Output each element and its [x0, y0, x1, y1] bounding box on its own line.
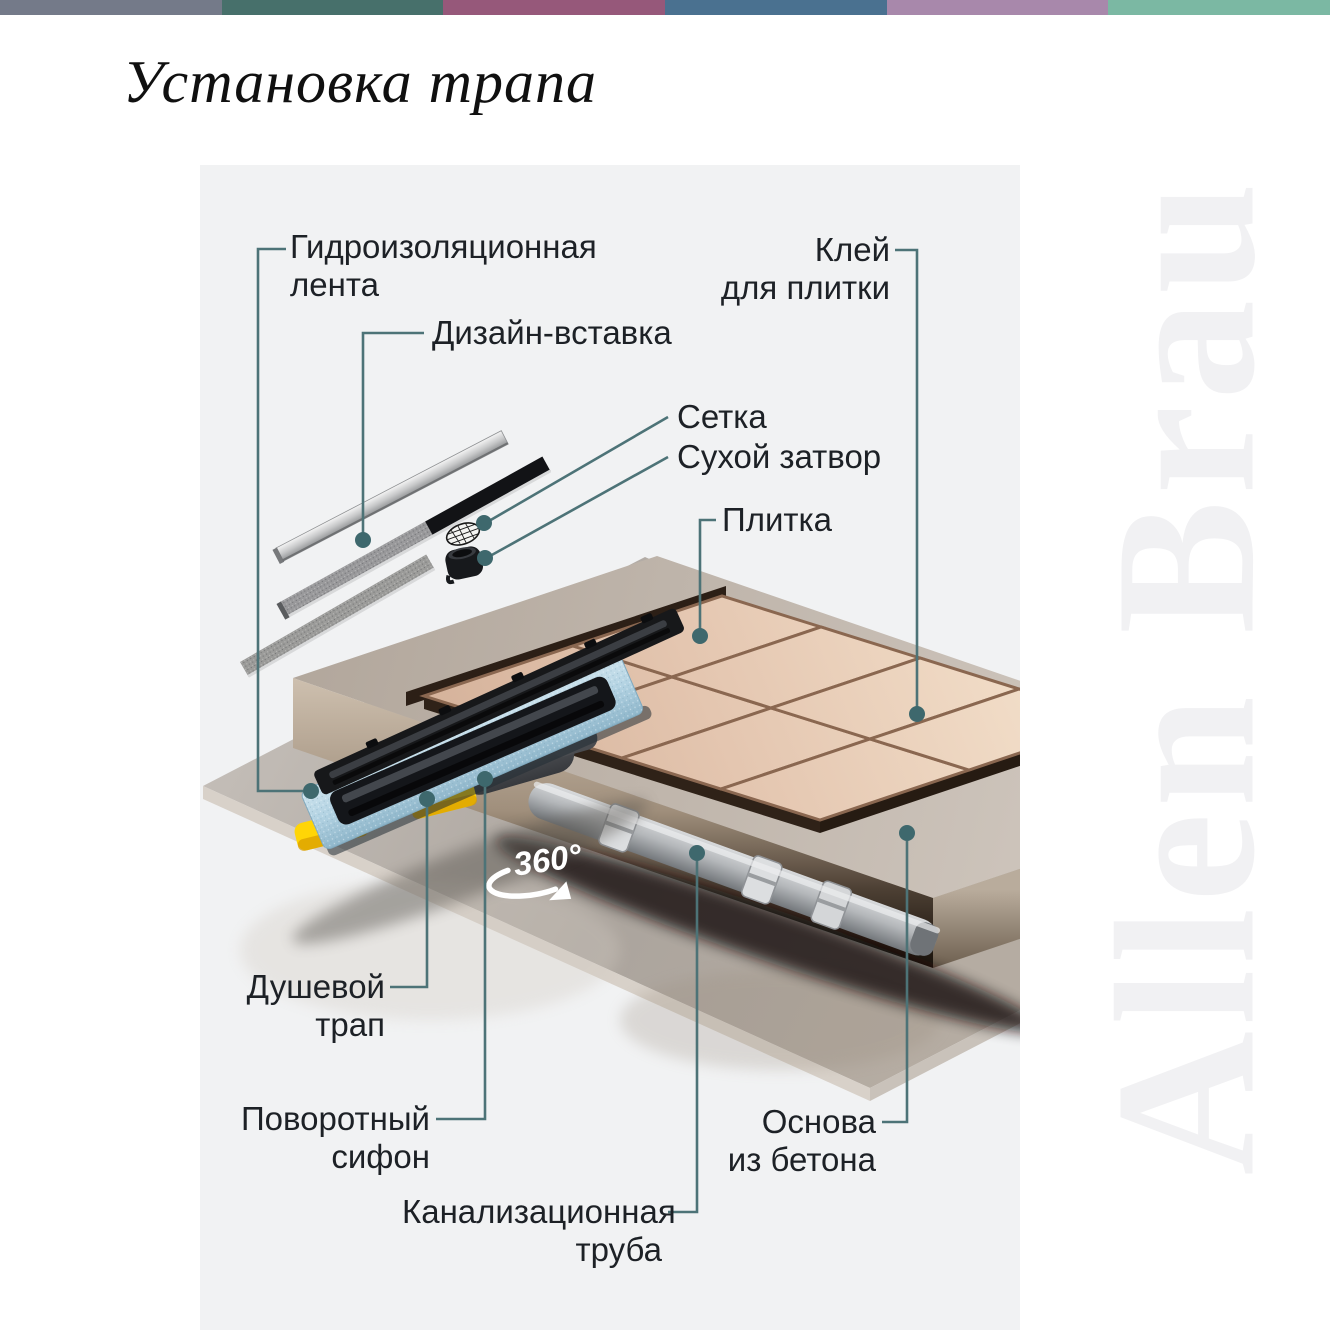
top-color-bar — [0, 0, 1330, 15]
connector-tile — [698, 518, 716, 631]
connector-waterproofing-tape — [256, 247, 303, 793]
label-tile-adhesive: Клей для плитки — [720, 231, 890, 306]
connector-rotary-siphon — [436, 787, 487, 1121]
tile — [865, 687, 1020, 772]
connector-shower-drain — [390, 806, 429, 989]
callout-connectors — [256, 247, 919, 1214]
label-design-insert: Дизайн-вставка — [432, 314, 672, 351]
label-mesh: Сетка — [677, 398, 767, 435]
label-waterproofing-tape: Гидроизоляционная лента — [290, 228, 597, 303]
drain-channel — [314, 608, 684, 795]
label-concrete-base: Основа из бетона — [727, 1103, 876, 1178]
label-dry-trap: Сухой затвор — [677, 438, 882, 475]
connector-tile-adhesive — [895, 248, 919, 708]
connector-design-insert — [361, 331, 424, 538]
connector-concrete-base — [882, 841, 909, 1124]
top-bar-segment — [0, 0, 222, 15]
callout-dots — [303, 515, 925, 861]
connector-dry-trap — [489, 455, 669, 558]
label-rotary-siphon: Поворотный сифон — [240, 1100, 430, 1175]
connector-sewer-pipe — [668, 861, 699, 1214]
top-bar-segment — [221, 0, 444, 15]
connector-mesh — [488, 415, 669, 523]
top-bar-segment — [886, 0, 1109, 15]
top-bar-segment — [443, 0, 666, 15]
top-bar-segment — [1108, 0, 1330, 15]
label-shower-drain: Душевой трап — [246, 968, 385, 1043]
label-sewer-pipe: Канализационная труба — [402, 1193, 676, 1268]
label-tile: Плитка — [722, 501, 833, 538]
page-title: Установка трапа — [123, 49, 597, 115]
dry-trap-seal — [445, 546, 484, 585]
design-insert-strip — [276, 456, 552, 620]
design-insert-strip-lower — [240, 554, 436, 678]
top-bar-segment — [665, 0, 887, 15]
steel-cover-strip — [272, 430, 509, 565]
